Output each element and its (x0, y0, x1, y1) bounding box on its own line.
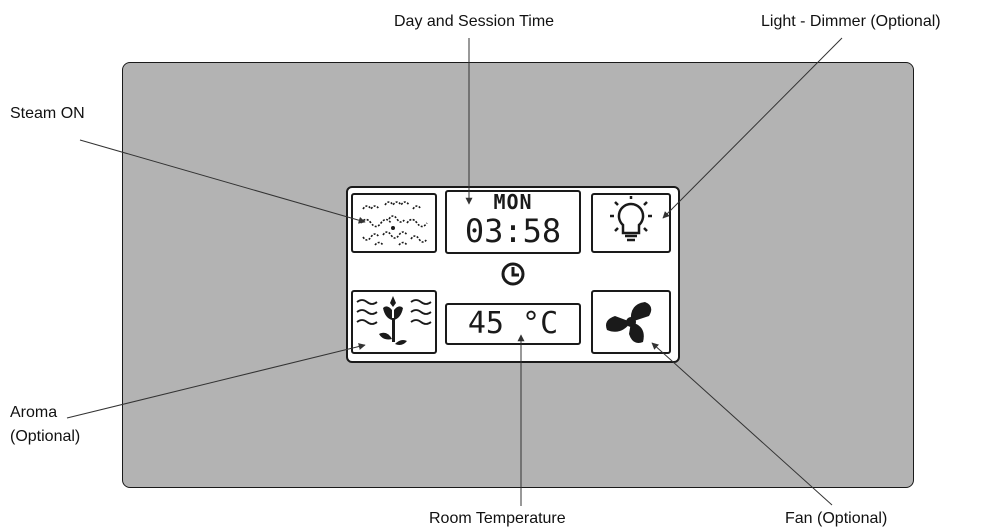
day-time-display[interactable]: MON 03:58 (445, 190, 581, 254)
steam-icon (360, 201, 428, 246)
fan-icon (606, 302, 652, 343)
aroma-leader-line (66, 343, 366, 419)
day-session-time-label: Day and Session Time (394, 13, 555, 30)
aroma-flower-icon (356, 296, 432, 345)
aroma-label-line1: Aroma (10, 404, 58, 421)
light-dimmer-button[interactable] (591, 193, 671, 253)
light-leader-line (662, 37, 843, 219)
light-bulb-icon (610, 196, 652, 242)
fan-leader-line (651, 342, 833, 506)
clock-icon (501, 262, 525, 286)
steam-on-label: Steam ON (10, 105, 85, 122)
day-label: MON (493, 190, 533, 214)
aroma-label-line2: (Optional) (10, 428, 81, 445)
temperature-value: 45 °C (467, 306, 559, 341)
fan-label: Fan (Optional) (785, 510, 888, 527)
session-time: 03:58 (464, 212, 562, 250)
room-temperature-label: Room Temperature (429, 510, 566, 527)
room-temperature-display[interactable]: 45 °C (445, 303, 581, 345)
light-dimmer-label: Light - Dimmer (Optional) (761, 13, 941, 30)
steam-leader-line (79, 139, 366, 224)
